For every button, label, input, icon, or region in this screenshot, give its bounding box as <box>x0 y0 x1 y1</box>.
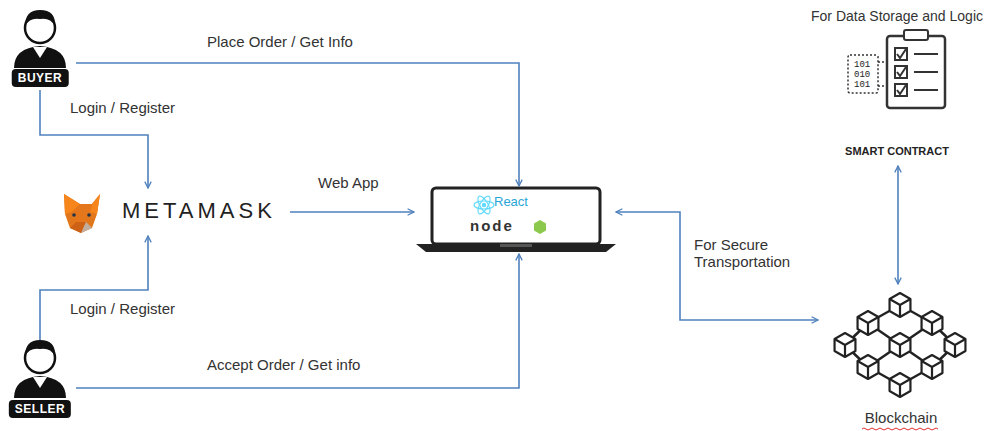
binary-digits: 101 <box>854 80 870 90</box>
edge-label: Accept Order / Get info <box>205 356 362 373</box>
connector-arrow <box>76 63 519 186</box>
person-node: BUYER <box>4 2 76 90</box>
connector-arrow <box>40 236 148 340</box>
connector-arrow <box>616 212 818 320</box>
connector-arrow <box>76 254 519 388</box>
role-badge: SELLER <box>9 400 71 418</box>
framework-name: React <box>494 194 528 209</box>
edge-label: Login / Register <box>68 300 177 317</box>
contract-caption: For Data Storage and Logic <box>792 8 1002 24</box>
webapp-node: React node <box>414 186 616 254</box>
connector-arrow <box>290 211 414 213</box>
blockchain-title: Blockchain <box>818 409 984 426</box>
edge-label: For Secure Transportation <box>692 236 808 270</box>
laptop-icon <box>416 188 616 252</box>
person-node: SELLER <box>4 340 76 428</box>
contract-icon <box>848 30 945 108</box>
spell-underline <box>862 428 938 430</box>
edge-label: Place Order / Get Info <box>205 33 355 50</box>
person-icon <box>14 10 66 68</box>
binary-digits: 101 <box>854 60 870 70</box>
connector-arrow <box>897 166 899 284</box>
fox-logo <box>64 194 100 233</box>
wallet-node: METAMASK <box>58 188 290 236</box>
runtime-name: node <box>470 217 514 234</box>
blockchain-icon <box>835 293 966 397</box>
edge-label: Web App <box>316 174 381 191</box>
contract-node: For Data Storage and LogicSMART CONTRACT <box>792 4 1004 166</box>
person-icon <box>14 340 66 398</box>
binary-digits: 010 <box>854 70 870 80</box>
blockchain-node: Blockchain <box>818 284 986 430</box>
role-badge: BUYER <box>12 69 69 87</box>
wallet-name: METAMASK <box>122 198 276 224</box>
edge-label: Login / Register <box>68 99 177 116</box>
contract-title: SMART CONTRACT <box>792 145 1002 157</box>
